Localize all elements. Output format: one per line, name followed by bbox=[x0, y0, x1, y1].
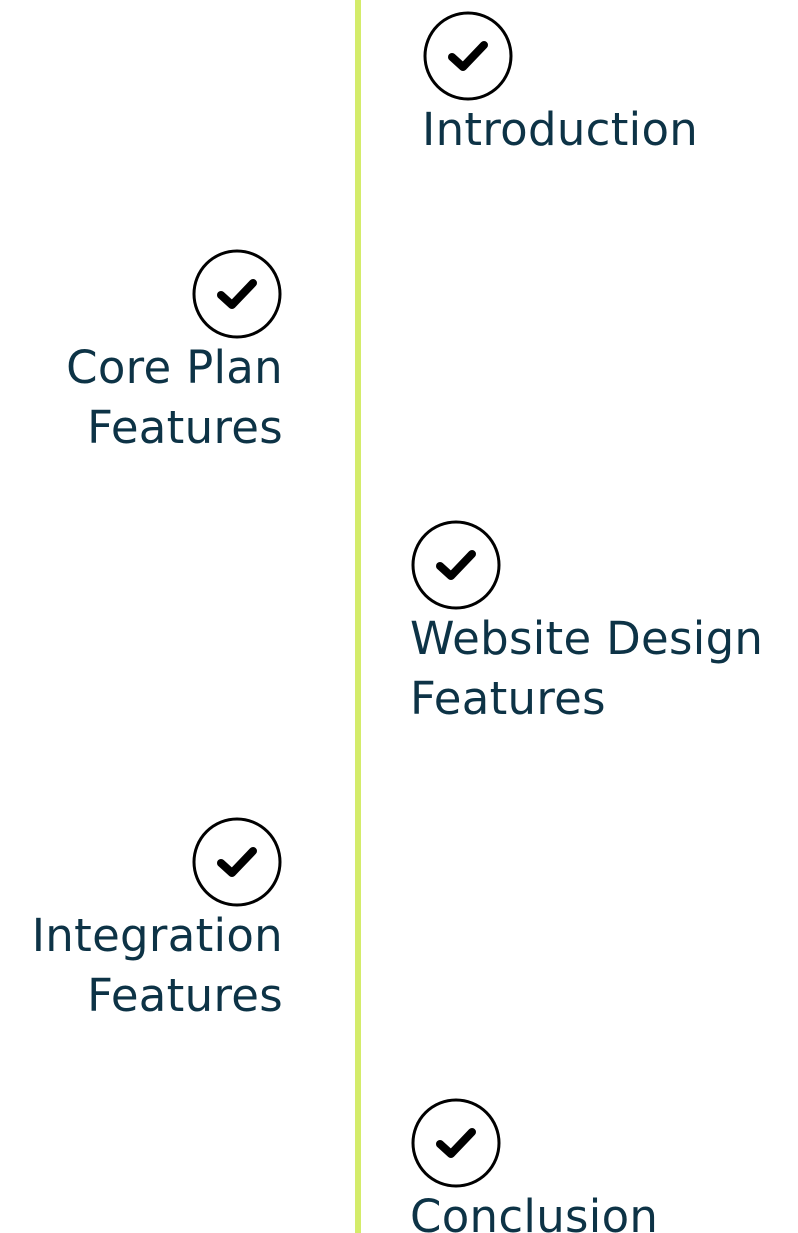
check-circle-icon bbox=[192, 249, 282, 339]
timeline-item-label: Conclusion bbox=[410, 1190, 659, 1233]
timeline-item-introduction[interactable]: Introduction bbox=[422, 10, 698, 160]
timeline-item-label: Introduction bbox=[422, 103, 699, 156]
timeline-item-website-design-features[interactable]: Website Design Features bbox=[410, 519, 763, 729]
check-circle-icon bbox=[192, 817, 282, 907]
check-circle-icon bbox=[411, 1098, 501, 1188]
timeline-item-label: Integration Features bbox=[31, 909, 283, 1022]
check-circle-icon bbox=[411, 520, 501, 610]
timeline-item-label: Website Design Features bbox=[410, 612, 764, 725]
check-circle-icon bbox=[423, 11, 513, 101]
timeline-item-label: Core Plan Features bbox=[66, 341, 283, 454]
timeline-item-core-plan-features[interactable]: Core Plan Features bbox=[66, 248, 283, 458]
timeline-item-integration-features[interactable]: Integration Features bbox=[32, 816, 283, 1026]
timeline-item-conclusion[interactable]: Conclusion bbox=[410, 1097, 658, 1233]
timeline-line bbox=[355, 0, 361, 1233]
